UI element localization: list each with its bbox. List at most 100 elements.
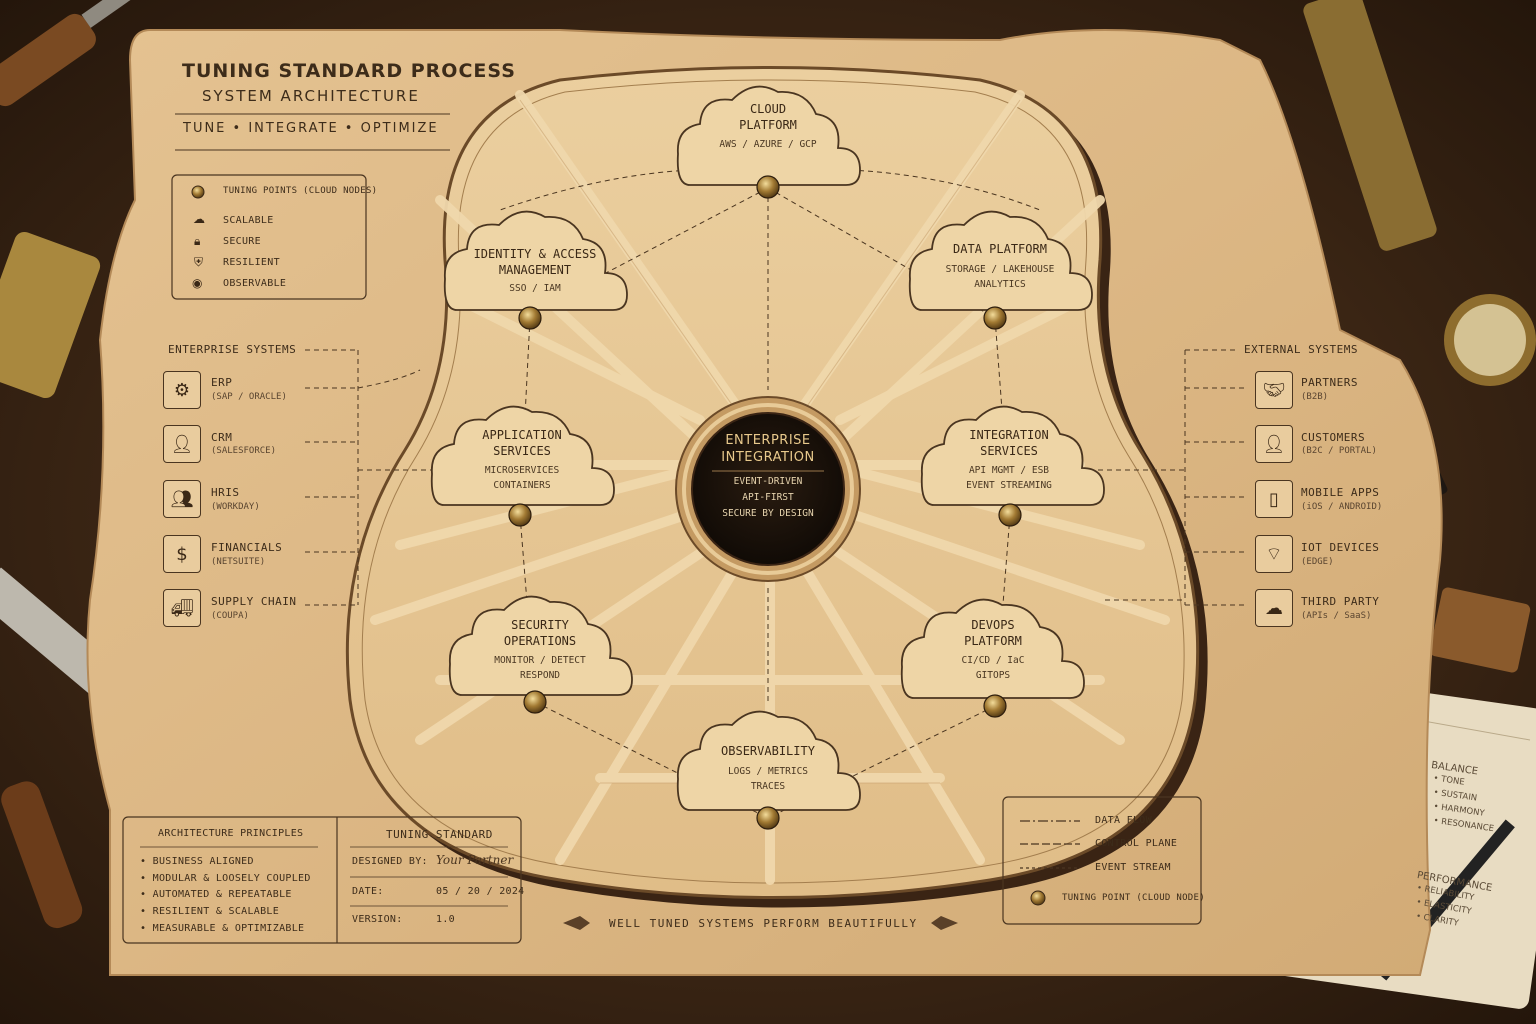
system-thirdparty-name: THIRD PARTY — [1301, 595, 1380, 608]
center-sub: API-FIRST — [742, 492, 794, 503]
cloud-icon: ☁ — [193, 212, 205, 226]
node-security-operations[interactable]: SECURITY OPERATIONS MONITOR / DETECT RES… — [455, 617, 625, 683]
node-integration-services[interactable]: INTEGRATION SERVICES API MGMT / ESB EVEN… — [924, 427, 1094, 493]
node-title: MANAGEMENT — [498, 263, 572, 277]
node-observability[interactable]: OBSERVABILITY LOGS / METRICS TRACES — [683, 743, 853, 794]
handshake-icon[interactable]: 🤝︎ — [1255, 371, 1293, 409]
legend-resilient: RESILIENT — [223, 257, 280, 268]
node-sub: STORAGE / LAKEHOUSE — [945, 264, 1055, 275]
truck-icon[interactable]: 🚚︎ — [163, 589, 201, 627]
version-value: 1.0 — [436, 914, 455, 925]
lock-icon: 🔒︎ — [194, 234, 201, 248]
system-iot-name: IOT DEVICES — [1301, 541, 1380, 554]
system-supply-sub: (COUPA) — [211, 611, 249, 621]
system-supply-name: SUPPLY CHAIN — [211, 595, 297, 608]
legend-data-flow: DATA FLOW — [1095, 815, 1152, 826]
version-label: VERSION: — [352, 914, 403, 925]
node-iam[interactable]: IDENTITY & ACCESS MANAGEMENT SSO / IAM — [450, 246, 620, 296]
standard-heading: TUNING STANDARD — [386, 828, 493, 841]
node-sub: CONTAINERS — [493, 480, 551, 491]
node-title: OBSERVABILITY — [721, 744, 815, 758]
node-title: SERVICES — [980, 444, 1038, 458]
node-sub: API MGMT / ESB — [968, 465, 1050, 476]
designed-value: Your Partner — [436, 853, 514, 867]
center-hub[interactable]: ENTERPRISE INTEGRATION EVENT-DRIVEN API-… — [688, 432, 848, 522]
external-heading: EXTERNAL SYSTEMS — [1244, 343, 1358, 356]
system-customers-sub: (B2C / PORTAL) — [1301, 446, 1377, 456]
node-title: APPLICATION — [482, 428, 562, 442]
footer-motto: WELL TUNED SYSTEMS PERFORM BEAUTIFULLY — [609, 917, 918, 930]
node-sub: LOGS / METRICS — [727, 766, 809, 777]
system-financials-sub: (NETSUITE) — [211, 557, 266, 567]
center-sub: SECURE BY DESIGN — [722, 508, 814, 519]
node-sub: MONITOR / DETECT — [494, 655, 586, 666]
system-mobile-sub: (iOS / ANDROID) — [1301, 502, 1383, 512]
tuning-points — [508, 175, 1022, 830]
eye-icon: ◉ — [192, 276, 203, 290]
principle-item: • MODULAR & LOOSELY COUPLED — [140, 873, 311, 884]
legend-box — [171, 174, 367, 300]
wifi-icon[interactable]: ⌔ — [1255, 535, 1293, 573]
person-icon[interactable]: 👤︎ — [1255, 425, 1293, 463]
mobile-icon[interactable]: ▯ — [1255, 480, 1293, 518]
notebook-balance: BALANCE • TONE • SUSTAIN • HARMONY • RES… — [1430, 760, 1495, 835]
node-sub: CI/CD / IaC — [961, 655, 1025, 666]
principle-item: • RESILIENT & SCALABLE — [140, 906, 280, 917]
node-sub: EVENT STREAMING — [966, 480, 1052, 491]
system-erp-name: ERP — [211, 376, 233, 389]
tagline: TUNE • INTEGRATE • OPTIMIZE — [183, 121, 439, 136]
system-hris-name: HRIS — [211, 486, 240, 499]
system-crm-sub: (SALESFORCE) — [211, 446, 277, 456]
node-title: DEVOPS — [971, 618, 1015, 632]
system-partners-name: PARTNERS — [1301, 376, 1358, 389]
enterprise-heading: ENTERPRISE SYSTEMS — [168, 343, 297, 356]
system-mobile-name: MOBILE APPS — [1301, 486, 1380, 499]
node-sub: GITOPS — [975, 670, 1011, 681]
node-application-services[interactable]: APPLICATION SERVICES MICROSERVICES CONTA… — [437, 427, 607, 493]
person-icon[interactable]: 👤︎ — [163, 425, 201, 463]
center-sub: EVENT-DRIVEN — [733, 476, 803, 487]
principles-box — [122, 816, 522, 944]
date-value: 05 / 20 / 2024 — [436, 886, 525, 897]
node-data-platform[interactable]: DATA PLATFORM STORAGE / LAKEHOUSE ANALYT… — [915, 241, 1085, 292]
system-iot-sub: (EDGE) — [1301, 557, 1334, 567]
node-title: DATA PLATFORM — [953, 242, 1047, 256]
legend-secure: SECURE — [223, 236, 261, 247]
center-title: ENTERPRISE — [725, 433, 811, 448]
date-label: DATE: — [352, 886, 384, 897]
node-sub: SSO / IAM — [509, 283, 561, 294]
legend-control-plane: CONTROL PLANE — [1095, 838, 1178, 849]
page-title: TUNING STANDARD PROCESS — [182, 60, 516, 82]
node-title: OPERATIONS — [503, 634, 577, 648]
system-hris-sub: (WORKDAY) — [211, 502, 260, 512]
system-partners-sub: (B2B) — [1301, 392, 1329, 402]
system-thirdparty-sub: (APIs / SaaS) — [1301, 611, 1372, 621]
people-icon[interactable]: 👥︎ — [163, 480, 201, 518]
enterprise-integration-hub — [691, 412, 845, 566]
shield-icon: ⛨ — [194, 255, 204, 269]
designed-label: DESIGNED BY: — [352, 856, 428, 867]
principle-item: • MEASURABLE & OPTIMIZABLE — [140, 923, 305, 934]
node-cloud-platform[interactable]: CLOUD PLATFORM AWS / AZURE / GCP — [688, 101, 848, 152]
node-sub: TRACES — [750, 781, 786, 792]
node-title: PLATFORM — [739, 118, 797, 132]
node-title: SECURITY — [511, 618, 569, 632]
principle-item: • BUSINESS ALIGNED — [140, 856, 254, 867]
legend-tuning-points: TUNING POINTS (CLOUD NODES) — [223, 186, 378, 196]
node-sub: ANALYTICS — [974, 279, 1026, 290]
gear-icon[interactable]: ⚙ — [163, 371, 201, 409]
node-title: IDENTITY & ACCESS — [473, 247, 597, 261]
node-title: INTEGRATION — [969, 428, 1049, 442]
cloud-icon[interactable]: ☁ — [1255, 589, 1293, 627]
dollar-icon[interactable]: $ — [163, 535, 201, 573]
legend-event-stream: EVENT STREAM — [1095, 862, 1171, 873]
legend-observable: OBSERVABLE — [223, 278, 287, 289]
node-devops-platform[interactable]: DEVOPS PLATFORM CI/CD / IaC GITOPS — [908, 617, 1078, 683]
principles-heading: ARCHITECTURE PRINCIPLES — [158, 828, 304, 839]
node-title: SERVICES — [493, 444, 551, 458]
node-title: CLOUD — [749, 102, 787, 116]
principle-item: • AUTOMATED & REPEATABLE — [140, 889, 292, 900]
node-title: PLATFORM — [964, 634, 1022, 648]
system-erp-sub: (SAP / ORACLE) — [211, 392, 287, 402]
